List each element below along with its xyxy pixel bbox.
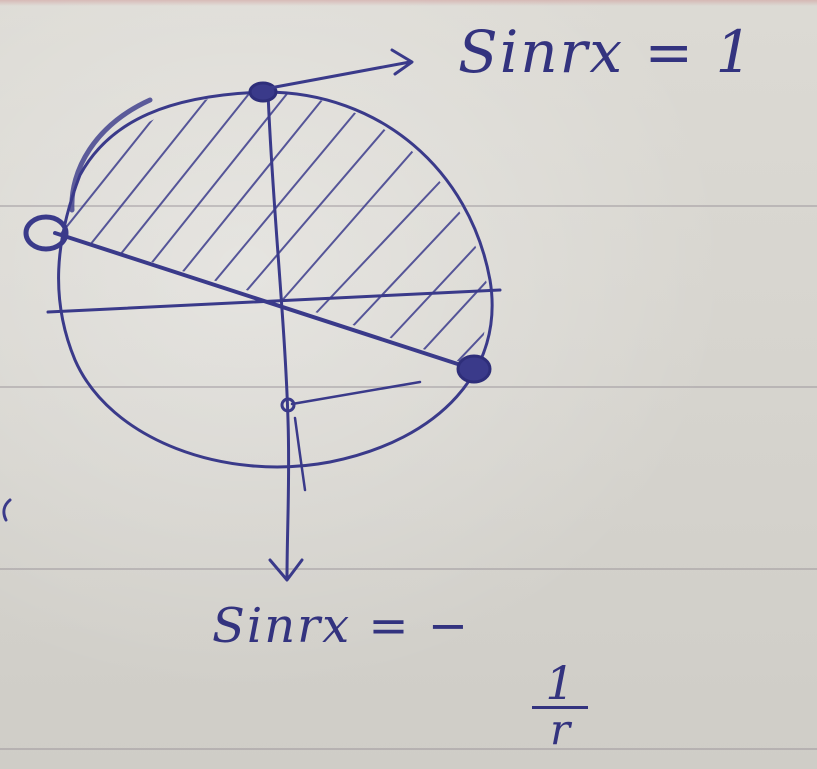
extra-arc	[69, 97, 153, 213]
circle-outline	[57, 90, 494, 469]
fraction-numerator: 1	[545, 656, 575, 710]
bottom-fraction: 1 r	[520, 660, 600, 751]
arrow-down-icon	[268, 558, 304, 582]
top-annotation: Sinrx = 1	[458, 18, 755, 86]
tick-mark	[293, 416, 307, 492]
point-right	[456, 354, 492, 384]
page-top-edge	[0, 0, 817, 6]
diagonal-line	[53, 231, 472, 370]
bottom-annotation: Sinrx = −	[212, 598, 471, 654]
point-bottom	[280, 397, 296, 413]
point-left	[23, 214, 69, 252]
ruled-line	[0, 568, 817, 570]
stray-mark	[2, 498, 12, 522]
horizontal-axis	[46, 288, 502, 314]
arrow-right-icon	[268, 48, 414, 90]
shaded-region	[60, 92, 490, 368]
ruled-line	[0, 386, 817, 388]
ruled-line	[0, 205, 817, 207]
point-top	[248, 81, 278, 103]
ruled-line	[0, 748, 817, 750]
lower-chord	[290, 380, 422, 406]
fraction-denominator: r	[532, 706, 588, 751]
vertical-axis	[266, 90, 291, 580]
